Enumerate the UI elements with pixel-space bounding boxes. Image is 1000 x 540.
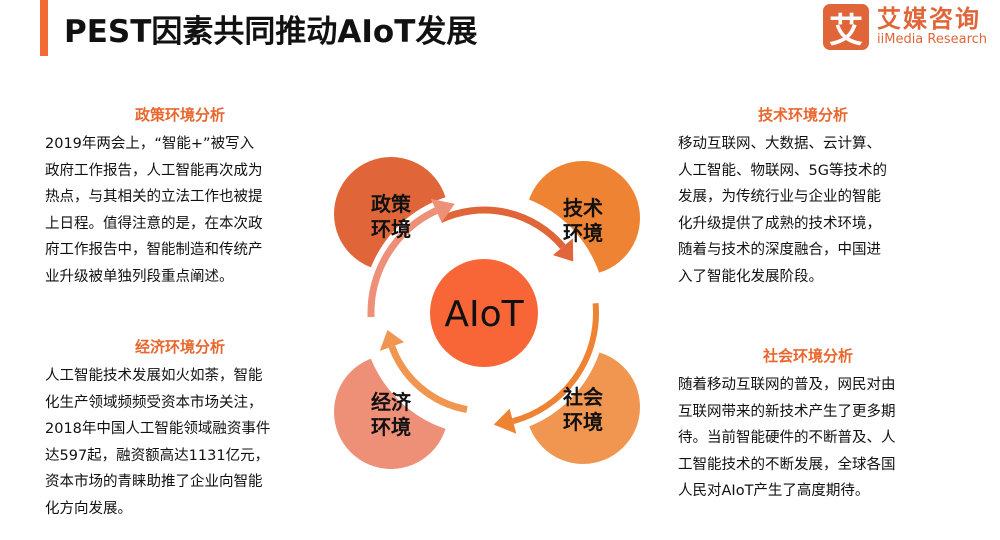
bubble-label: 社会	[562, 385, 603, 409]
section-text-line: 入了智能化发展阶段。	[678, 268, 823, 285]
tech-section: 技术环境分析 移动互联网、大数据、云计算、人工智能、物联网、5G等技术的发展，为…	[678, 104, 928, 290]
page-title: PEST因素共同推动AIoT发展	[64, 14, 478, 50]
section-title: 技术环境分析	[757, 106, 848, 124]
center-label: AIoT	[444, 294, 524, 335]
policy-section: 政策环境分析 2019年两会上，“智能+”被写入政府工作报告，人工智能再次成为热…	[45, 104, 315, 290]
section-text-line: 工智能技术的不断发展，全球各国	[678, 456, 896, 473]
section-text-line: 资本市场的青睐助推了企业向智能	[45, 474, 263, 490]
section-text-line: 2018年中国人工智能领域融资事件	[45, 421, 271, 437]
section-text-line: 化升级提供了成熟的技术环境，	[678, 215, 881, 232]
section-text-line: 化生产领域频频受资本市场关注，	[45, 394, 263, 411]
cycle-arrow-arc	[388, 345, 468, 413]
section-text-line: 移动互联网、大数据、云计算、	[678, 136, 881, 152]
logo-en: iiMedia Research	[877, 32, 988, 47]
logo-mark: 艾	[823, 4, 869, 51]
section-text-line: 上日程。值得注意的是，在本次政	[45, 215, 263, 232]
section-text-line: 2019年两会上，“智能+”被写入	[45, 136, 255, 152]
logo-cn: 艾媒咨询	[877, 5, 981, 33]
section-text-line: 人民对AIoT产生了高度期待。	[678, 483, 870, 499]
section-text-line: 热点，与其相关的立法工作也被提	[45, 189, 263, 205]
section-text-line: 随着与技术的深度融合，中国进	[678, 242, 881, 258]
cycle-arrow-head	[379, 330, 405, 351]
section-text-line: 化方向发展。	[45, 500, 132, 517]
cycle-arrow-arc	[512, 302, 599, 425]
bubble-label: 环境	[563, 410, 603, 434]
section-title: 经济环境分析	[134, 338, 225, 356]
section-title: 社会环境分析	[762, 347, 853, 365]
bubble-label: 政策	[371, 192, 412, 216]
cycle-arrow-head	[552, 238, 574, 262]
bubble-label: 环境	[371, 217, 411, 241]
section-text-line: 随着移动互联网的普及，网民对由	[678, 377, 896, 393]
section-text-line: 人工智能、物联网、5G等技术的	[678, 162, 887, 179]
society-section: 社会环境分析 随着移动互联网的普及，网民对由互联网带来的新技术产生了更多期待。当…	[678, 345, 938, 505]
section-text-line: 府工作报告中，智能制造和传统产	[45, 242, 263, 258]
cycle-arrow-head	[493, 408, 517, 434]
section-text-line: 达597起，融资额高达1131亿元，	[45, 447, 270, 464]
section-text-line: 人工智能技术发展如火如荼，智能	[45, 368, 263, 384]
bubble-label: 技术	[563, 196, 603, 220]
bubble-label: 经济	[371, 390, 412, 414]
cycle-arrow-arc	[367, 207, 438, 318]
economy-section: 经济环境分析 人工智能技术发展如火如荼，智能化生产领域频频受资本市场关注， 201…	[45, 336, 315, 522]
bubble-label: 环境	[371, 415, 411, 439]
section-text-line: 待。当前智能硬件的不断普及、人	[678, 430, 896, 446]
center-circle	[430, 259, 538, 367]
section-text-line: 互联网带来的新技术产生了更多期	[678, 403, 896, 420]
section-title: 政策环境分析	[134, 106, 225, 124]
cycle-arrow-head	[430, 198, 455, 223]
bubble-label: 环境	[563, 221, 603, 245]
section-text-line: 政府工作报告，人工智能再次成为	[45, 162, 263, 179]
section-text-line: 发展，为传统行业与企业的智能	[678, 189, 881, 205]
cycle-arrow-arc	[438, 206, 566, 250]
logo: 艾 艾媒咨询 iiMedia Research	[823, 4, 988, 51]
title-accent-bar	[40, 0, 48, 56]
section-text-line: 业升级被单独列段重点阐述。	[45, 268, 234, 285]
